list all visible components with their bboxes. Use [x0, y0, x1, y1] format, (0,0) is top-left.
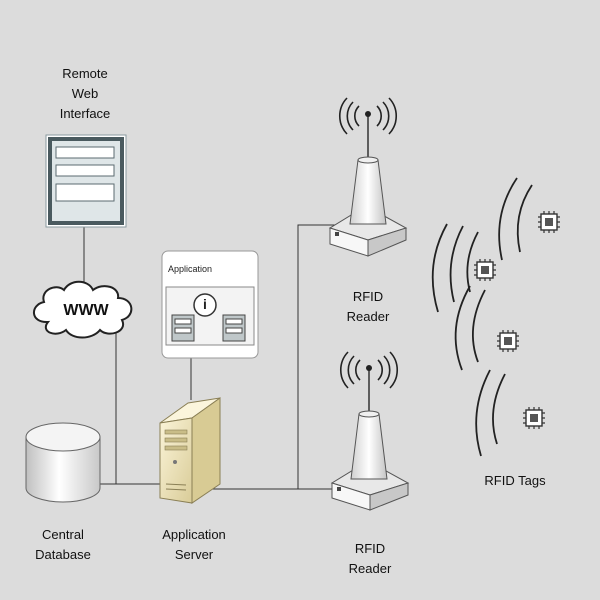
- www-cloud-icon: [33, 280, 133, 339]
- application-window-title: Application: [168, 264, 213, 274]
- application-window: [161, 250, 259, 359]
- application-server-icon: [159, 397, 221, 504]
- application-server-label: Application Server: [162, 527, 226, 562]
- rfid-reader-bottom-label: RFID Reader: [348, 541, 392, 576]
- rfid-reader-top-label: RFID Reader: [346, 289, 390, 324]
- remote-web-interface-icon: [45, 134, 127, 228]
- app-server-mini-icon-right: [222, 314, 246, 342]
- rfid-tag-icon: [474, 259, 496, 281]
- rfid-reader-top-icon: [328, 97, 408, 257]
- rfid-tag-icon: [497, 330, 519, 352]
- link-server-to-reader-top: [208, 224, 335, 490]
- rfid-tag-icon: [538, 211, 560, 233]
- remote-web-interface-label: Remote Web Interface: [59, 66, 111, 121]
- rfid-tag-icon: [523, 407, 545, 429]
- rfid-tags-label: RFID Tags: [484, 473, 546, 488]
- central-database-icon: [25, 422, 101, 503]
- www-label: WWW: [63, 302, 109, 319]
- info-icon: [193, 293, 217, 317]
- rfid-reader-bottom-icon: [330, 351, 410, 511]
- central-database-label: Central Database: [35, 527, 91, 562]
- app-server-mini-icon-left: [171, 314, 195, 342]
- info-glyph: i: [203, 296, 207, 312]
- rfid-signal-waves: [431, 177, 533, 457]
- connection-lines: [83, 224, 340, 490]
